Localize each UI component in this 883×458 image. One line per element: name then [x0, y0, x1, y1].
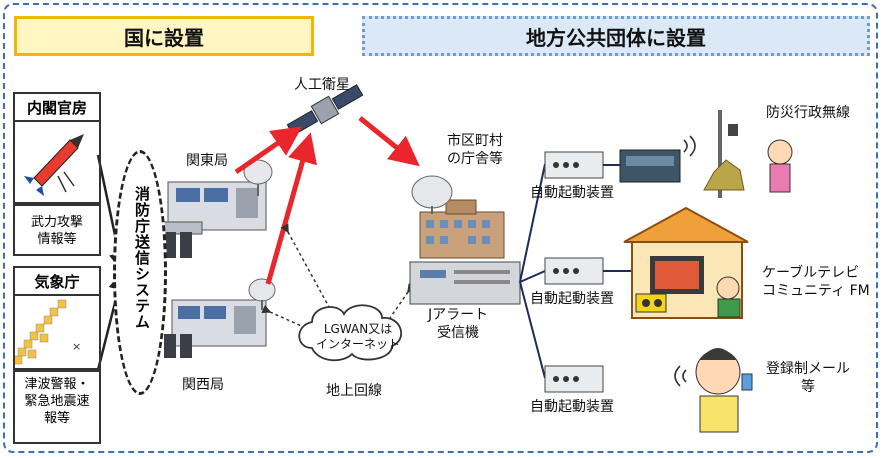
municipal-office-line-2: の庁舎等 — [447, 151, 503, 167]
cable-tv-label: ケーブルテレビ コミュニティ FM — [762, 264, 870, 300]
national-header: 国に設置 — [14, 16, 314, 56]
ground-line-label: 地上回線 — [326, 383, 382, 399]
lgwan-label: LGWAN又は インターネット — [316, 322, 400, 352]
satellite-label: 人工衛星 — [294, 77, 350, 93]
cable-tv-line-2: コミュニティ FM — [762, 283, 870, 299]
radio-waves — [674, 135, 696, 387]
tsunami-info-line-3: 報等 — [43, 411, 70, 426]
j-alert-receiver — [409, 261, 521, 305]
municipal-office-label: 市区町村 の庁舎等 — [447, 132, 503, 168]
kanto-station-equipment — [163, 159, 273, 258]
disaster-radio-equipment — [619, 110, 745, 198]
email-line-1: 登録制メール — [766, 361, 850, 377]
tsunami-info-box: 津波警報・ 緊急地震速 報等 — [13, 370, 101, 444]
kansai-station-equipment — [164, 278, 276, 358]
auto-start-label-2: 自動起動装置 — [530, 291, 614, 307]
missile-info-box: 武力攻撃 情報等 — [13, 204, 101, 256]
japan-map-graphic — [13, 299, 67, 365]
people-graphics — [695, 139, 793, 433]
satellite-graphic — [286, 84, 364, 136]
fdma-system-ellipse — [113, 150, 167, 395]
kanto-station-label: 関東局 — [186, 153, 228, 169]
japan-map-panel — [13, 296, 101, 370]
missile-info-line-1: 武力攻撃 — [30, 215, 83, 230]
fdma-system-label: 消防庁送信システム — [133, 186, 151, 330]
municipal-office-line-1: 市区町村 — [447, 133, 503, 149]
local-government-header: 地方公共団体に設置 — [362, 16, 870, 56]
cable-tv-line-1: ケーブルテレビ — [762, 265, 860, 281]
email-label: 登録制メール 等 — [766, 360, 850, 396]
satellite-links — [234, 116, 420, 285]
svg-text:×: × — [72, 340, 81, 353]
auto-start-label-1: 自動起動装置 — [530, 185, 614, 201]
jma-label: 気象庁 — [13, 266, 101, 296]
municipal-building — [411, 175, 505, 259]
disaster-radio-label: 防災行政無線 — [766, 105, 850, 121]
diagram-frame — [3, 3, 878, 453]
rocket-graphic — [24, 134, 84, 196]
lgwan-cloud — [298, 304, 403, 362]
j-alert-receiver-label: Jアラート 受信機 — [428, 306, 488, 342]
tsunami-info-line-2: 緊急地震速 — [24, 394, 90, 409]
email-line-2: 等 — [801, 379, 815, 395]
ground-line-links — [261, 223, 416, 329]
rocket-panel — [13, 122, 101, 204]
tsunami-info-line-1: 津波警報・ — [24, 377, 90, 392]
auto-start-label-3: 自動起動装置 — [530, 399, 614, 415]
kansai-station-label: 関西局 — [182, 377, 224, 393]
j-alert-receiver-line-1: Jアラート — [428, 307, 489, 323]
house-graphic — [623, 206, 749, 319]
cabinet-office-label: 内閣官房 — [13, 92, 101, 122]
distribution-lines — [519, 163, 546, 379]
missile-info-line-2: 情報等 — [37, 232, 77, 247]
lgwan-line-2: インターネット — [316, 337, 401, 351]
lgwan-line-1: LGWAN又は — [323, 322, 393, 336]
j-alert-receiver-line-2: 受信機 — [437, 325, 480, 341]
